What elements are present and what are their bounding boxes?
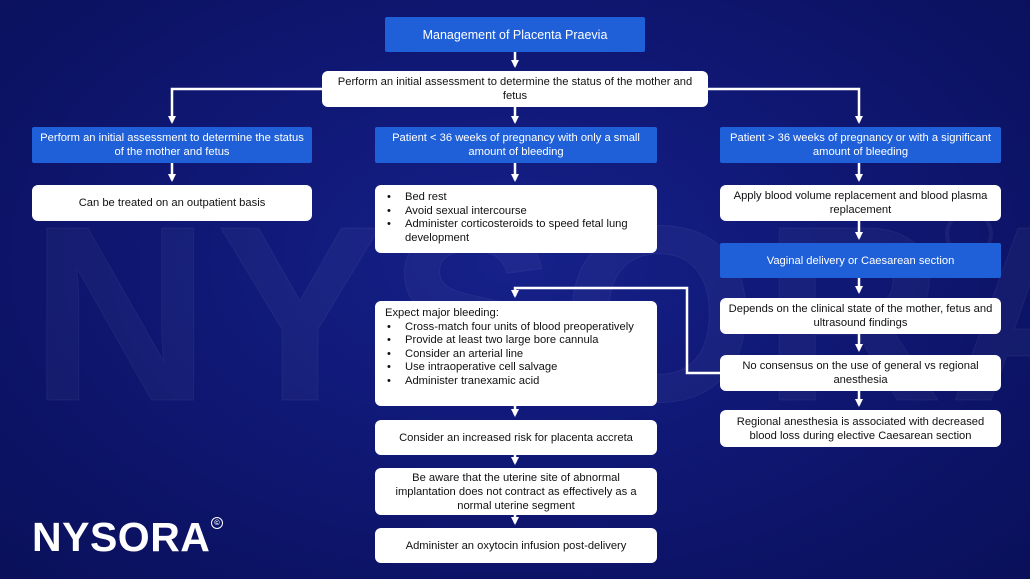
connector-root-right: [708, 87, 863, 124]
bleeding-box: Expect major bleeding: Cross-match four …: [375, 301, 657, 406]
root-box: Perform an initial assessment to determi…: [322, 71, 708, 107]
care-list-box: Bed rest Avoid sexual intercourse Admini…: [375, 185, 657, 253]
nysora-logo: NYSORA: [32, 514, 211, 560]
bleeding-item: Cross-match four units of blood preopera…: [385, 321, 634, 335]
right-header-box: Patient > 36 weeks of pregnancy or with …: [720, 127, 1001, 163]
bleeding-item: Administer tranexamic acid: [385, 375, 634, 389]
outpatient-box: Can be treated on an outpatient basis: [32, 185, 312, 221]
connector-root-left: [168, 87, 322, 124]
bleeding-item: Use intraoperative cell salvage: [385, 361, 634, 375]
bleeding-item: Consider an arterial line: [385, 348, 634, 362]
middle-header-box: Patient < 36 weeks of pregnancy with onl…: [375, 127, 657, 163]
regional-box: Regional anesthesia is associated with d…: [720, 410, 1001, 447]
consensus-box: No consensus on the use of general vs re…: [720, 355, 1001, 391]
title-box: Management of Placenta Praevia: [385, 17, 645, 52]
left-header-box: Perform an initial assessment to determi…: [32, 127, 312, 163]
care-item: Administer corticosteroids to speed feta…: [385, 218, 647, 245]
logo-registered-mark: ©: [211, 517, 223, 529]
care-item: Avoid sexual intercourse: [385, 205, 647, 219]
delivery-box: Vaginal delivery or Caesarean section: [720, 243, 1001, 278]
care-item: Bed rest: [385, 191, 647, 205]
uterine-box: Be aware that the uterine site of abnorm…: [375, 468, 657, 515]
bleeding-item: Provide at least two large bore cannula: [385, 334, 634, 348]
oxytocin-box: Administer an oxytocin infusion post-del…: [375, 528, 657, 563]
depends-box: Depends on the clinical state of the mot…: [720, 298, 1001, 334]
bleeding-intro: Expect major bleeding:: [385, 307, 499, 319]
accreta-box: Consider an increased risk for placenta …: [375, 420, 657, 455]
replacement-box: Apply blood volume replacement and blood…: [720, 185, 1001, 221]
